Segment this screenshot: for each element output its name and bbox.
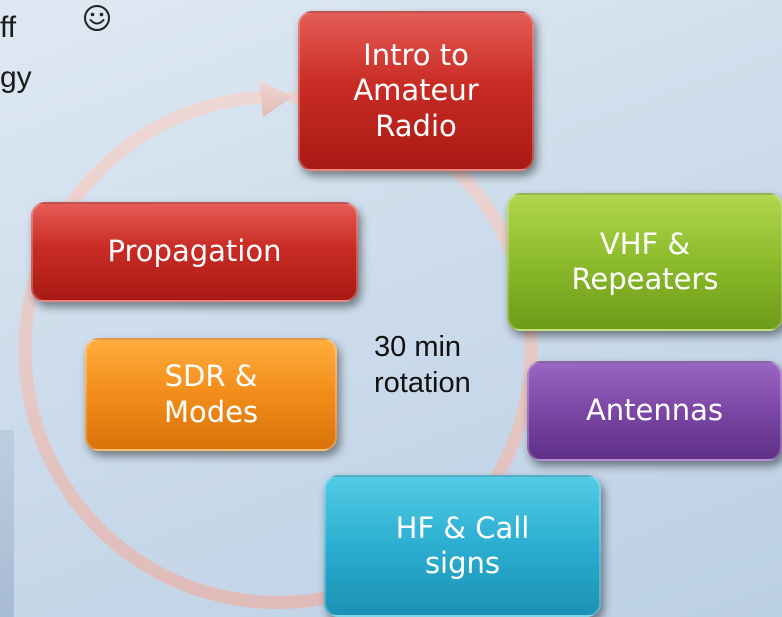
node-label: HF & Call signs	[395, 510, 530, 580]
node-label: Propagation	[107, 234, 282, 269]
cropped-text-line-1: ff	[0, 11, 17, 44]
cropped-text-line-2: gy	[0, 61, 32, 94]
node-label: Antennas	[585, 393, 724, 428]
node-hf-call-signs: HF & Call signs	[324, 475, 601, 617]
node-vhf-repeaters: VHF & Repeaters	[507, 193, 782, 331]
node-sdr-modes: SDR & Modes	[85, 338, 337, 451]
node-label: VHF & Repeaters	[571, 226, 719, 296]
node-label: Intro to Amateur Radio	[353, 37, 479, 143]
node-label: SDR & Modes	[163, 359, 259, 429]
cycle-center-label: 30 min rotation	[374, 331, 471, 399]
slide-edge-panel	[0, 430, 14, 617]
node-propagation: Propagation	[31, 202, 358, 302]
node-intro-to-amateur-radio: Intro to Amateur Radio	[298, 11, 534, 171]
smiley-icon	[84, 5, 110, 31]
node-antennas: Antennas	[527, 361, 782, 461]
